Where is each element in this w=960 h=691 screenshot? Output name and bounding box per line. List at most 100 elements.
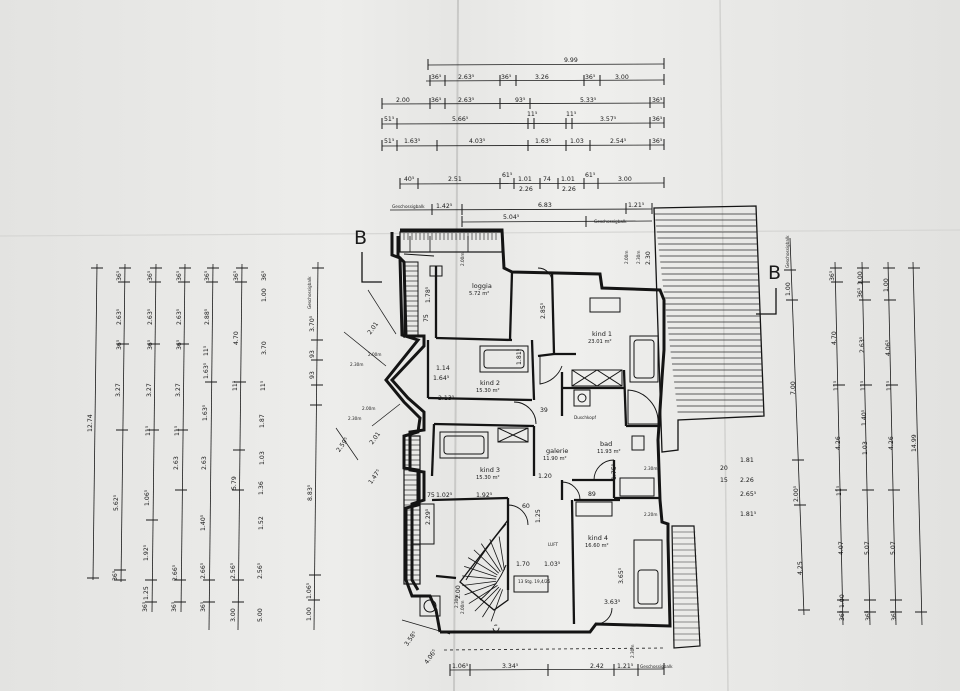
west-diagonal-dims <box>335 289 451 635</box>
dim-label: 1.00 <box>839 594 846 608</box>
dim-label: 1.78⁵ <box>425 286 432 303</box>
dim-label: 36⁵ <box>431 97 442 104</box>
dim-label: 11⁵ <box>860 380 867 391</box>
dim-label: 40⁵ <box>404 176 415 183</box>
bottom-dimension-labels: 1.06⁵ 3.34⁵ 2.42 1.21⁵ Geschossigbalk <box>452 663 673 670</box>
dim-label: 1.92⁵ <box>476 492 493 499</box>
dim-label: 36⁵ <box>857 287 864 298</box>
dim-label: 51⁵ <box>384 138 395 145</box>
dim-label: 1.06⁵ <box>306 582 313 599</box>
dim-label: 2.59⁵ <box>335 436 350 454</box>
dim-label: 93 <box>309 350 316 358</box>
dim-label: 11⁵ <box>833 380 840 391</box>
dim-label: 3.26 <box>535 74 549 81</box>
roof-terrace <box>653 205 765 453</box>
dim-label: 9.99 <box>564 57 578 64</box>
loggia-railing <box>399 231 503 338</box>
dim-label: 36⁵ <box>891 610 898 621</box>
dim-label: 2.13⁵ <box>438 395 455 402</box>
dim-label: 1.03⁵ <box>544 561 561 568</box>
dim-label: 3.65⁵ <box>618 567 625 584</box>
stair-tread <box>468 585 498 604</box>
dim-label: 11⁵ <box>145 425 152 436</box>
dim-label: 51⁵ <box>384 116 395 123</box>
room-area: 15.30 m² <box>476 388 500 394</box>
room-name: kind 3 <box>480 466 500 474</box>
dim-label: 36⁵ <box>652 116 663 123</box>
dim-label: 36⁵ <box>839 610 846 621</box>
stair-tread <box>462 575 497 580</box>
dim-label: 1.63⁵ <box>202 404 209 421</box>
dim-label: 3.70⁵ <box>309 315 316 332</box>
dim-label: 1.20 <box>538 473 552 480</box>
dim-label: 2.63⁵ <box>116 308 123 325</box>
dim-label: 2.42 <box>590 663 604 670</box>
dim-label: 4.26 <box>835 436 842 450</box>
dim-label: 3.63⁵ <box>604 599 621 606</box>
dim-label: 4.06⁵ <box>423 648 438 666</box>
dim-label: 2.30m <box>348 416 361 421</box>
stair-tread <box>490 589 503 622</box>
dim-label: 2.63⁵ <box>859 336 866 353</box>
dim-label: 1.06⁵ <box>452 663 469 670</box>
dim-label: 5.00 <box>257 608 264 622</box>
dim-label: 1.25 <box>143 586 150 600</box>
dim-label: 2.01 <box>366 321 380 336</box>
stair-tread <box>498 536 505 571</box>
dim-label: 3.27 <box>146 383 153 397</box>
dim-label: 4.70 <box>233 331 240 345</box>
fixtures <box>411 265 663 617</box>
dim-label: 1.00 <box>785 282 792 296</box>
dim-label: 20 <box>720 465 728 472</box>
dim-label: Geschossigbalk <box>640 664 673 669</box>
dim-label: 1.47⁵ <box>367 468 382 486</box>
dim-label: 2.00m <box>460 601 465 614</box>
dim-label: 2.63 <box>201 456 208 470</box>
room-area: 11.90 m² <box>543 456 567 462</box>
dim-label: 60 <box>522 503 530 510</box>
dim-label: 2.26 <box>740 477 754 484</box>
dim-label: 1.42⁵ <box>436 203 453 210</box>
stair-tread <box>467 557 498 576</box>
dim-label: 36⁵ <box>116 339 123 350</box>
dim-label: 36⁵ <box>200 601 207 612</box>
dim-label: 1.03 <box>259 451 266 465</box>
top-dimension-chains <box>381 58 665 227</box>
dim-label: 11⁵ <box>232 380 239 391</box>
room-area: 16.60 m² <box>585 543 609 549</box>
room-area: 15.30 m² <box>476 475 500 481</box>
dim-label: 2.63⁵ <box>176 308 183 325</box>
dim-label: 1.25 <box>535 509 542 523</box>
dim-label: 2.29⁵ <box>425 508 432 525</box>
dim-label: 2.00m <box>460 253 465 266</box>
dim-label: 1.00 <box>883 278 890 292</box>
dim-label: 2.00m <box>362 406 375 411</box>
dim-label: 1.63⁵ <box>404 138 421 145</box>
dim-label: 3.57⁵ <box>600 116 617 123</box>
dim-label: 11⁵ <box>566 111 577 118</box>
dim-label: 2.30m <box>630 645 635 658</box>
void-label: LUFT <box>548 542 559 547</box>
dim-label: 1.40⁵ <box>200 514 207 531</box>
dim-label: 36⁵ <box>204 270 211 281</box>
dim-label: 2.00⁵ <box>793 485 800 502</box>
dim-label: 36⁵ <box>585 74 596 81</box>
dim-label: 1.87 <box>259 414 266 428</box>
dim-label: 1.81⁵ <box>516 348 523 365</box>
dim-label: 1.14 <box>436 365 450 372</box>
stair-tread <box>464 566 497 578</box>
dim-label: 6.83 <box>538 202 552 209</box>
dim-label: 89 <box>588 491 596 498</box>
room-area: 23.01 m² <box>588 339 612 345</box>
dim-label: 2.30m <box>644 466 657 471</box>
dim-label: 2.88⁵ <box>204 308 211 325</box>
dim-label: Geschossigbalk <box>392 204 425 209</box>
dim-label: 3.70 <box>261 341 268 355</box>
room-name: bad <box>600 440 612 448</box>
dim-label: 2.01 <box>368 431 382 446</box>
dim-label: 1.21⁵ <box>617 663 634 670</box>
stair-tread <box>464 583 497 596</box>
dim-label: 1.02⁵ <box>436 492 453 499</box>
dim-label: 3.00 <box>615 74 629 81</box>
dim-label: 5.04⁵ <box>503 214 520 221</box>
